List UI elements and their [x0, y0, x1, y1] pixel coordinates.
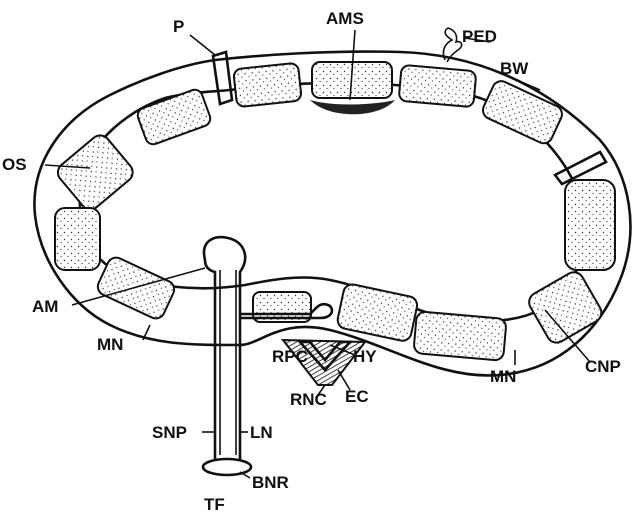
- label-mn-right: MN: [490, 367, 516, 386]
- label-ln: LN: [250, 423, 273, 442]
- label-mn-left: MN: [97, 335, 123, 354]
- label-ped: PED: [462, 27, 497, 46]
- label-snp: SNP: [152, 423, 187, 442]
- label-hy: HY: [353, 347, 377, 366]
- label-os: OS: [2, 155, 27, 174]
- label-bnr: BNR: [252, 473, 289, 492]
- label-p: P: [173, 17, 184, 36]
- label-ams: AMS: [326, 9, 364, 28]
- tube-foot-base: [203, 459, 251, 475]
- label-am: AM: [32, 297, 58, 316]
- label-rpc: RPC: [272, 347, 308, 366]
- label-rnc: RNC: [290, 390, 327, 409]
- label-tf: TF: [204, 495, 225, 514]
- label-cnp: CNP: [585, 357, 621, 376]
- label-bw: BW: [500, 59, 529, 78]
- label-ec: EC: [345, 387, 369, 406]
